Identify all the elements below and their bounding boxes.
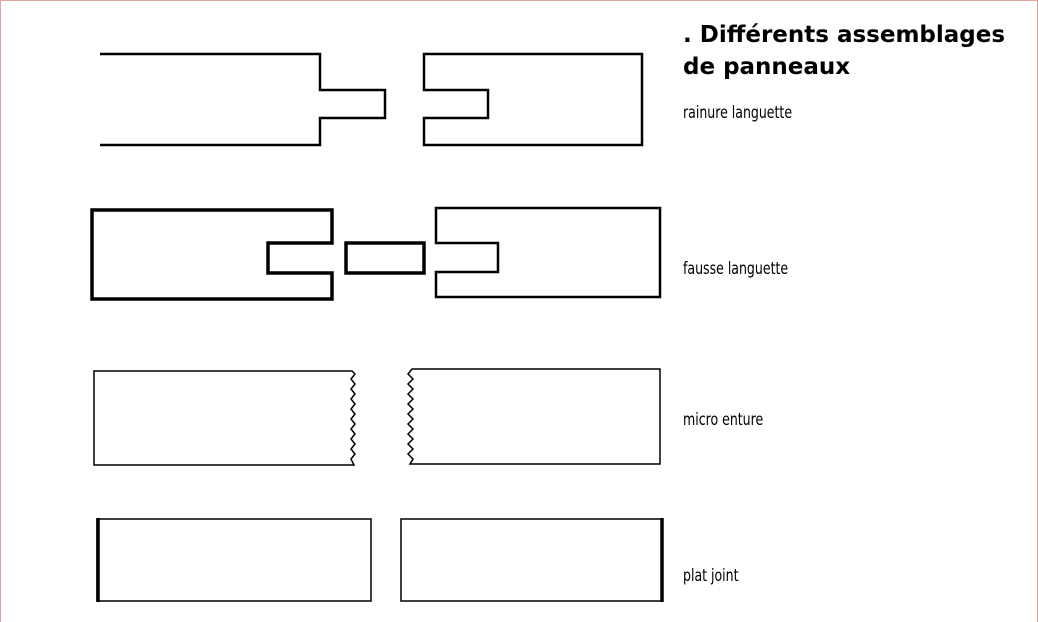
joint-butt [96,518,664,602]
label-fausse-languette: fausse languette [683,259,789,279]
panel-right-butt [400,518,663,602]
panel-tongue [100,52,387,147]
panel-left-groove [90,208,334,301]
diagram-title: . Différents assemblages de panneaux [683,22,1006,80]
panel-left-finger [93,370,357,466]
panel-groove [422,52,644,147]
joint-tongue-groove [100,52,644,147]
joint-loose-tongue [90,206,662,301]
label-micro-enture: micro enture [683,410,764,430]
loose-tongue [344,241,426,275]
panel-left-butt [96,518,372,602]
label-plat-joint: plat joint [683,566,739,586]
panel-right-finger [406,368,661,465]
panel-right-groove [434,206,662,299]
joint-finger-joint [93,368,661,466]
label-rainure-languette: rainure languette [683,103,793,123]
